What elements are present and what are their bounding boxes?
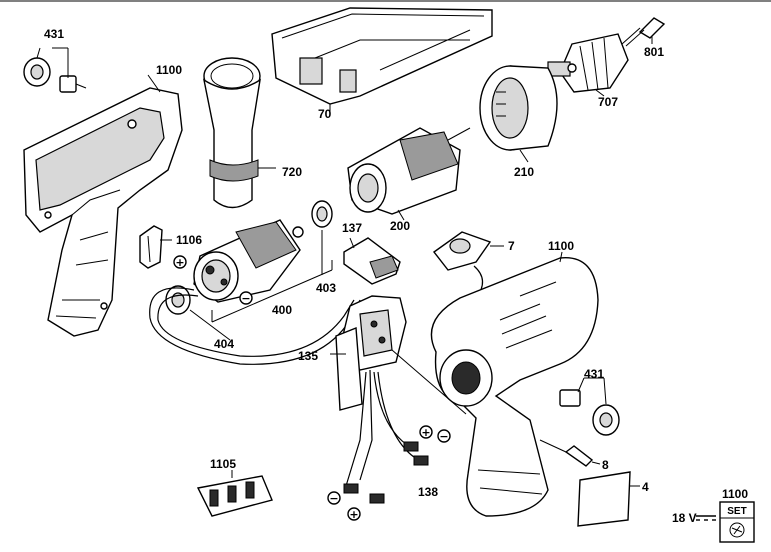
part-200-gearbox: [347, 127, 471, 221]
polarity-plus-wire-top: +: [419, 425, 433, 439]
svg-text:+: +: [421, 426, 430, 439]
motor-wire-loop: [149, 287, 361, 365]
label-4: 4: [642, 480, 649, 494]
svg-text:+: +: [349, 508, 358, 521]
polarity-minus-wire-bottom: −: [327, 491, 341, 505]
label-8: 8: [602, 458, 609, 472]
housing-right-half: [430, 251, 599, 517]
svg-text:−: −: [329, 492, 338, 505]
part-210-gear-cover: [479, 65, 558, 163]
polarity-minus-wire-top: −: [437, 429, 451, 443]
label-801: 801: [644, 45, 664, 59]
label-137: 137: [342, 221, 362, 235]
part-404-bearing: [165, 285, 231, 341]
label-707: 707: [598, 95, 618, 109]
polarity-plus-wire-bottom: +: [347, 507, 361, 521]
part-801-chuck-screw: [621, 17, 666, 47]
part-8-housing-screw: [539, 439, 601, 467]
part-4-rating-label: [577, 471, 640, 527]
part-720-grip-sleeve: [202, 57, 276, 209]
part-431-end-cap-right: [559, 377, 620, 436]
part-400-motor: [193, 219, 333, 323]
polarity-minus-motor: −: [239, 291, 253, 305]
label-70: 70: [318, 107, 332, 121]
label-1100-right: 1100: [548, 239, 574, 253]
set-badge: SET: [719, 501, 755, 543]
label-135: 135: [298, 349, 318, 363]
part-138-wire-harness: [343, 349, 467, 504]
label-210: 210: [514, 165, 534, 179]
label-404: 404: [214, 337, 234, 351]
svg-text:+: +: [175, 256, 184, 269]
label-403: 403: [316, 281, 336, 295]
polarity-plus-motor: +: [173, 255, 187, 269]
part-70-carry-case: [271, 7, 493, 112]
svg-text:−: −: [241, 292, 250, 305]
label-7: 7: [508, 239, 515, 253]
part-1106-clip: [139, 225, 172, 269]
label-431-top: 431: [44, 27, 64, 41]
label-200: 200: [390, 219, 410, 233]
dc-symbol-icon: [696, 515, 716, 521]
label-1105: 1105: [210, 457, 236, 471]
voltage-label: 18 V: [672, 511, 697, 525]
label-1100-set: 1100: [722, 487, 748, 501]
part-135-trigger-switch: [330, 295, 407, 411]
label-400: 400: [272, 303, 292, 317]
part-431-end-cap: [23, 47, 87, 93]
label-1100-left: 1100: [156, 63, 182, 77]
part-707-keyless-chuck: [547, 33, 629, 97]
label-138: 138: [418, 485, 438, 499]
label-431-right: 431: [584, 367, 604, 381]
part-403-washer: [311, 200, 333, 275]
set-badge-text: SET: [727, 506, 746, 517]
svg-text:−: −: [439, 430, 448, 443]
label-1106: 1106: [176, 233, 202, 247]
part-1105-contact-plate: [196, 470, 273, 517]
part-7-led-light: [432, 231, 504, 299]
label-720: 720: [282, 165, 302, 179]
housing-left-half: [23, 74, 183, 337]
part-137-slider: [343, 237, 401, 285]
